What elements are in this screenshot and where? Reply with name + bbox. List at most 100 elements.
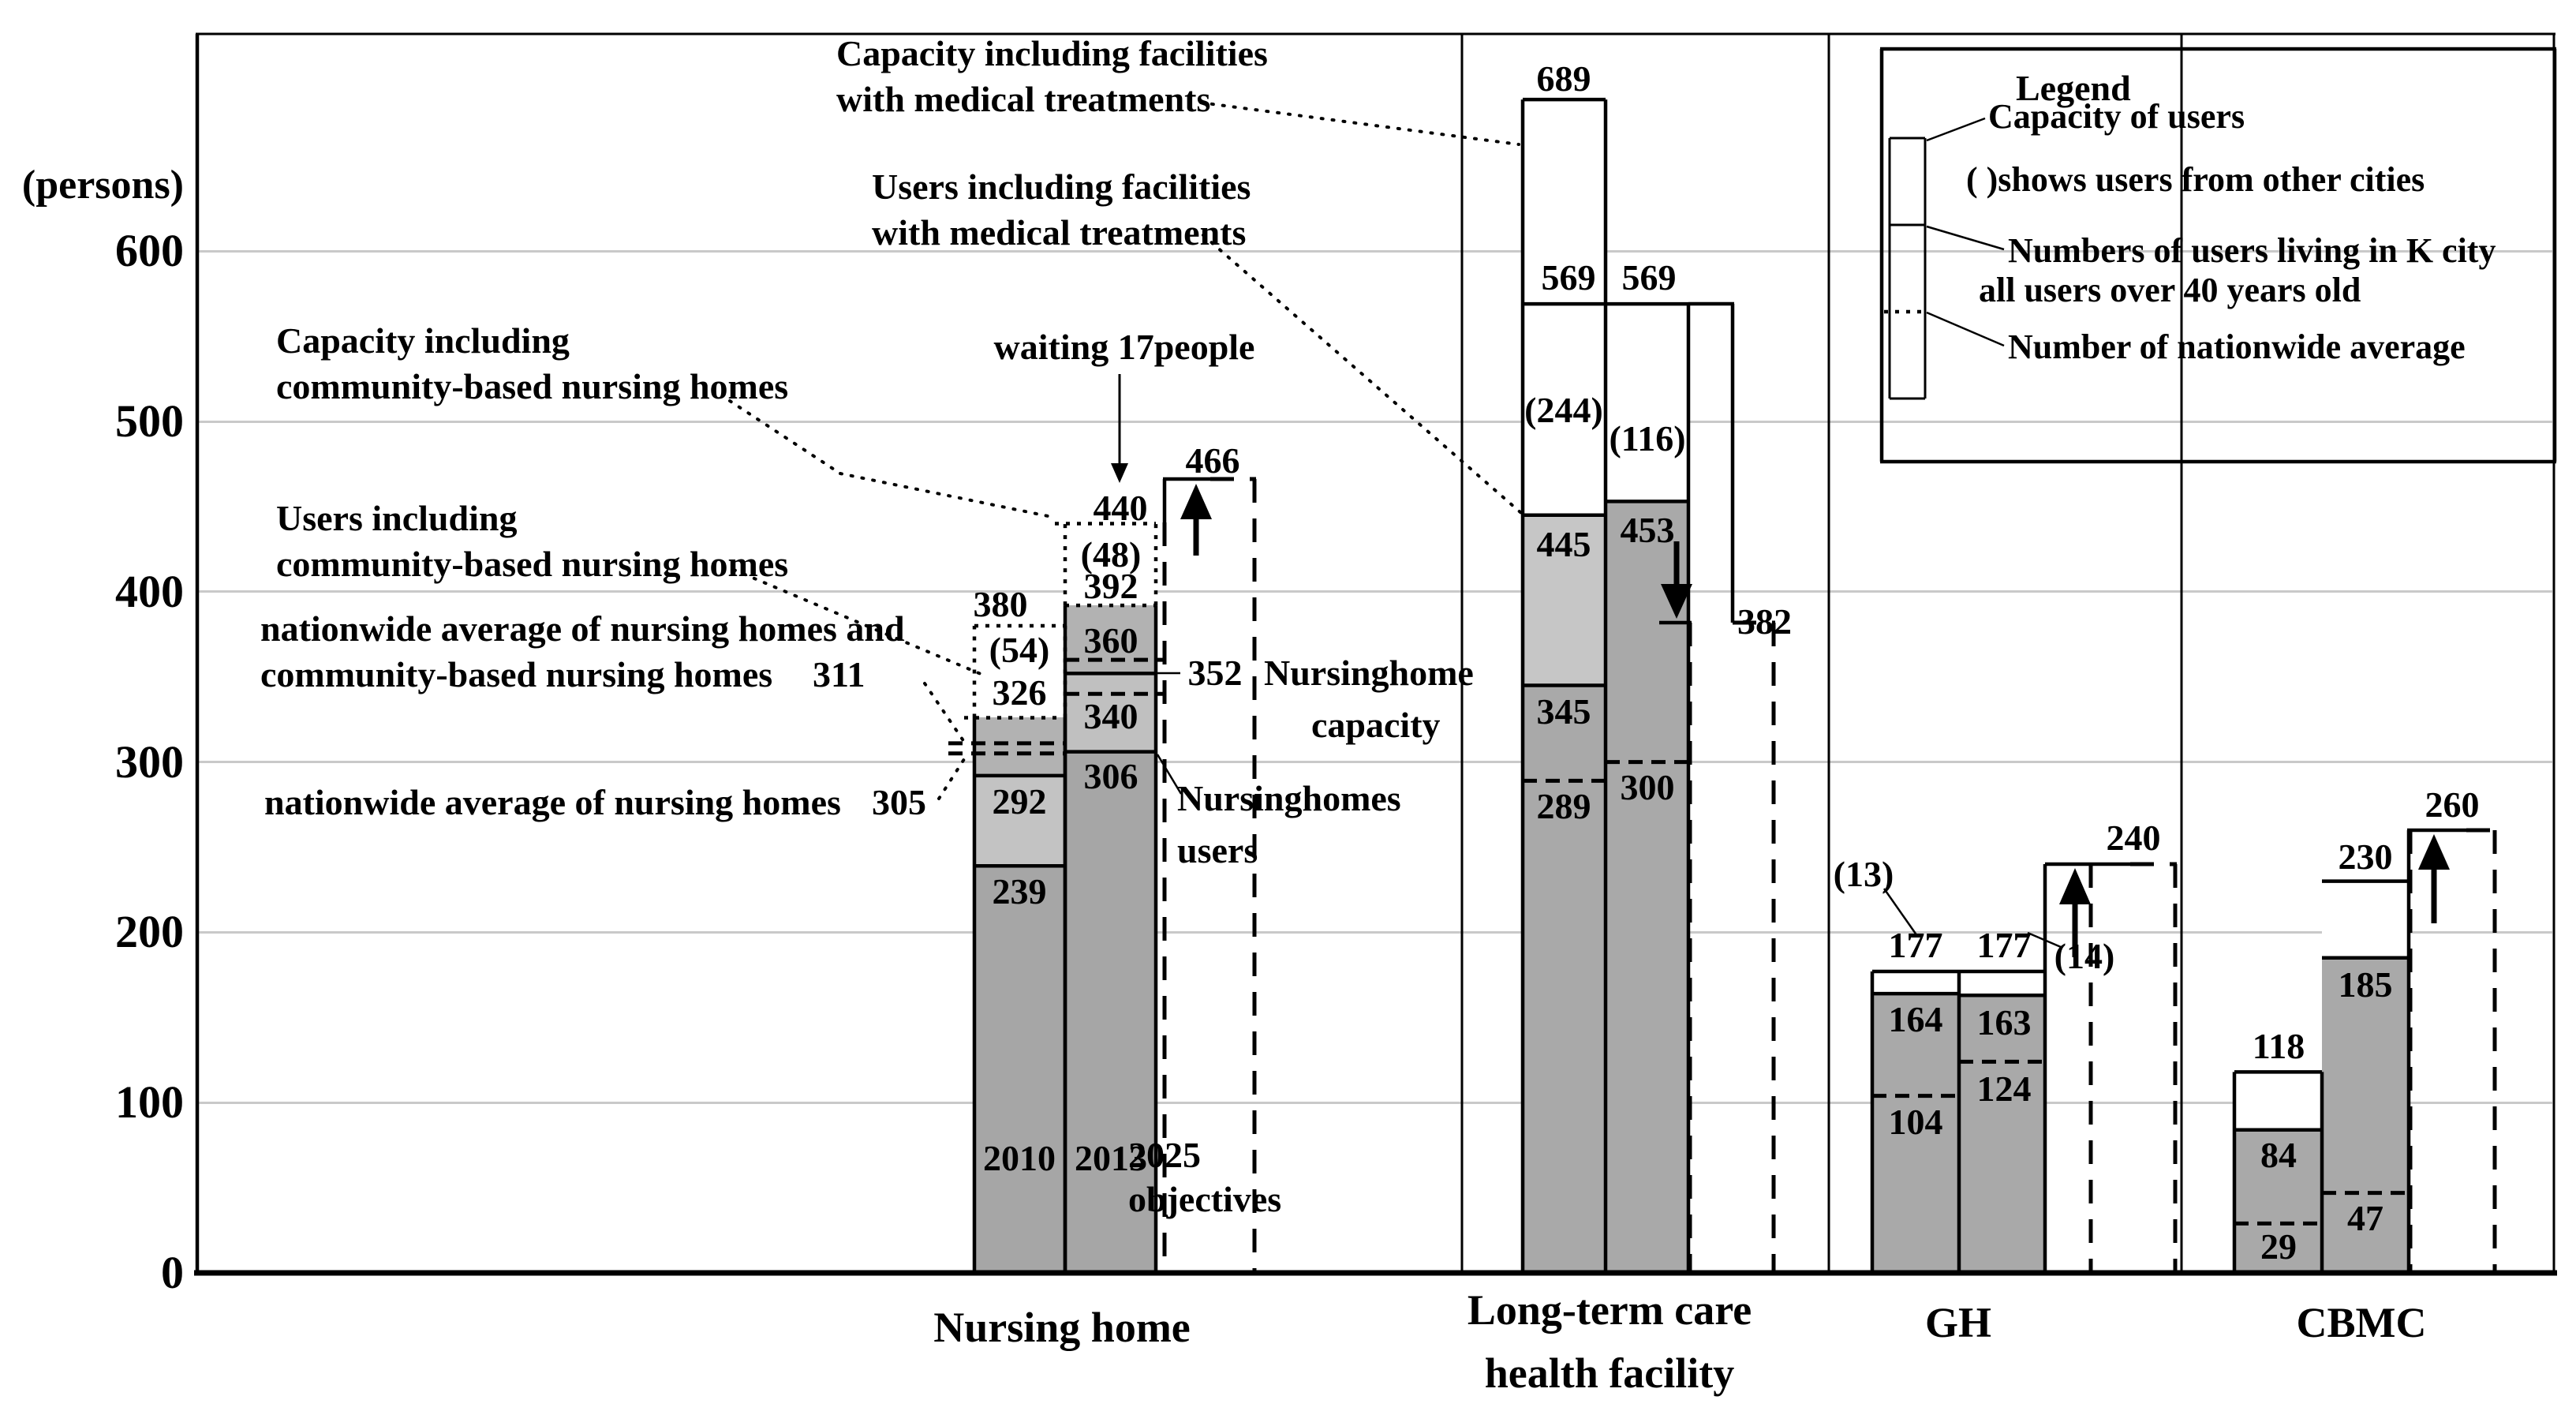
value-label: 239 (992, 871, 1047, 911)
gridline (199, 930, 2552, 934)
legend-leader-capacity (1926, 117, 1986, 142)
category-label: health facility (1484, 1349, 1735, 1397)
gh-left-users (1872, 994, 1959, 1273)
value-label: 445 (1536, 524, 1591, 564)
lt-right-capacity (1606, 304, 1688, 502)
value-label: 311 (813, 654, 866, 694)
annotation: with medical treatments (872, 212, 1247, 253)
gh-left-capacity (1872, 971, 1959, 994)
y-tick-0: 0 (161, 1247, 184, 1298)
annotation: community-based nursing homes (276, 366, 789, 406)
value-label: 163 (1976, 1002, 2032, 1042)
legend-title: Legend (2016, 68, 2131, 108)
value-label: 185 (2338, 964, 2393, 1005)
category-label: GH (1924, 1299, 1992, 1346)
value-label: 360 (1083, 620, 1138, 661)
legend-item-label: Capacity of users (1988, 97, 2245, 136)
lt-left-users-all (1523, 515, 1606, 686)
value-label: (13) (1833, 854, 1894, 894)
value-label: 440 (1093, 488, 1148, 528)
value-label: 352 (1187, 653, 1243, 693)
legend-item-label: Numbers of users living in K city (2008, 231, 2496, 270)
value-label: 177 (1976, 925, 2032, 965)
value-label: (14) (2054, 936, 2115, 976)
cbmc-left-capacity (2234, 1072, 2322, 1130)
value-label: (116) (1609, 418, 1686, 458)
lt-left-capacity (1523, 304, 1606, 515)
value-label: 47 (2347, 1198, 2383, 1238)
value-label: 104 (1888, 1102, 1943, 1142)
value-label: 289 (1536, 786, 1591, 826)
annotation: waiting 17people (993, 327, 1255, 367)
gridline (199, 761, 2552, 764)
value-label: 392 (1083, 566, 1138, 606)
year-label: 2025 (1128, 1135, 1201, 1175)
category-label: Nursing home (933, 1304, 1191, 1351)
y-tick-100: 100 (115, 1076, 184, 1128)
annotation: Users including facilities (872, 167, 1251, 207)
cbmc-right-capacity (2322, 881, 2409, 958)
legend-leader-nationwide (1926, 311, 2005, 347)
y-tick-400: 400 (115, 566, 184, 617)
nh2013-capacity-box (1065, 523, 1156, 606)
nh2010-community (974, 717, 1065, 776)
leader-users-medical (1202, 234, 1523, 515)
value-label: 300 (1620, 767, 1675, 807)
objective-up-arrow-nursing (1180, 484, 1212, 519)
value-label: 305 (872, 782, 926, 822)
value-label: 260 (2425, 784, 2480, 825)
year-label: 2013 (1075, 1138, 1147, 1178)
objective-up-arrow-gh (2059, 868, 2091, 904)
value-label: 306 (1083, 756, 1138, 796)
value-label: 29 (2260, 1226, 2297, 1267)
nh2013-community (1065, 605, 1156, 674)
leader-nationwide-311 (923, 682, 966, 743)
year-label: 2010 (983, 1138, 1056, 1178)
objective-up-arrow-cbmc (2418, 834, 2450, 870)
value-label: 340 (1083, 696, 1138, 736)
y-tick-300: 300 (115, 736, 184, 788)
y-tick-600: 600 (115, 225, 184, 276)
leader-nationwide-305 (937, 758, 966, 800)
annotation: Users including (276, 498, 518, 538)
annotation: Capacity including facilities (836, 33, 1268, 73)
annotation: Nursinghome (1264, 653, 1474, 693)
annotation: Capacity including (276, 320, 570, 361)
value-label: 380 (973, 584, 1028, 624)
nh2010-users-kcity (974, 866, 1065, 1273)
leader-capacity-community (728, 399, 842, 475)
value-label: 453 (1620, 510, 1675, 550)
annotation: community-based nursing homes (276, 544, 789, 584)
legend-item-label: all users over 40 years old (1979, 271, 2361, 309)
annotation: capacity (1311, 705, 1441, 745)
value-label: 230 (2338, 837, 2393, 877)
cbmc-right-users (2322, 957, 2409, 1273)
y-tick-500: 500 (115, 395, 184, 447)
value-label: (244) (1524, 390, 1603, 430)
gridline (199, 420, 2552, 423)
legend-leader-kcity (1926, 225, 2005, 251)
annotation: nationwide average of nursing homes (264, 782, 841, 822)
lt-left-users-kcity (1523, 685, 1606, 1273)
value-label: 292 (992, 781, 1047, 822)
value-label: 164 (1888, 999, 1943, 1039)
nh2010-capacity-box (974, 625, 1065, 718)
annotation: Nursinghomes (1177, 778, 1401, 818)
gridline (199, 1101, 2552, 1104)
value-label: 569 (1621, 257, 1677, 298)
value-label: 84 (2260, 1135, 2297, 1175)
lt-right-users-kcity (1606, 501, 1688, 1273)
legend-item-label: Number of nationwide average (2008, 327, 2466, 366)
annotation: users (1177, 830, 1258, 870)
nh2013-users-all (1065, 673, 1156, 752)
y-axis-unit-label: (persons) (21, 163, 184, 208)
legend-item-label: ( )shows users from other cities (1966, 160, 2425, 199)
value-label: (48) (1080, 534, 1142, 575)
value-label: 569 (1541, 257, 1596, 298)
cbmc-left-users (2234, 1129, 2322, 1273)
value-label: 466 (1185, 440, 1240, 481)
gh-right-users (1959, 995, 2045, 1273)
leader-capacity-medical (1199, 101, 1520, 146)
